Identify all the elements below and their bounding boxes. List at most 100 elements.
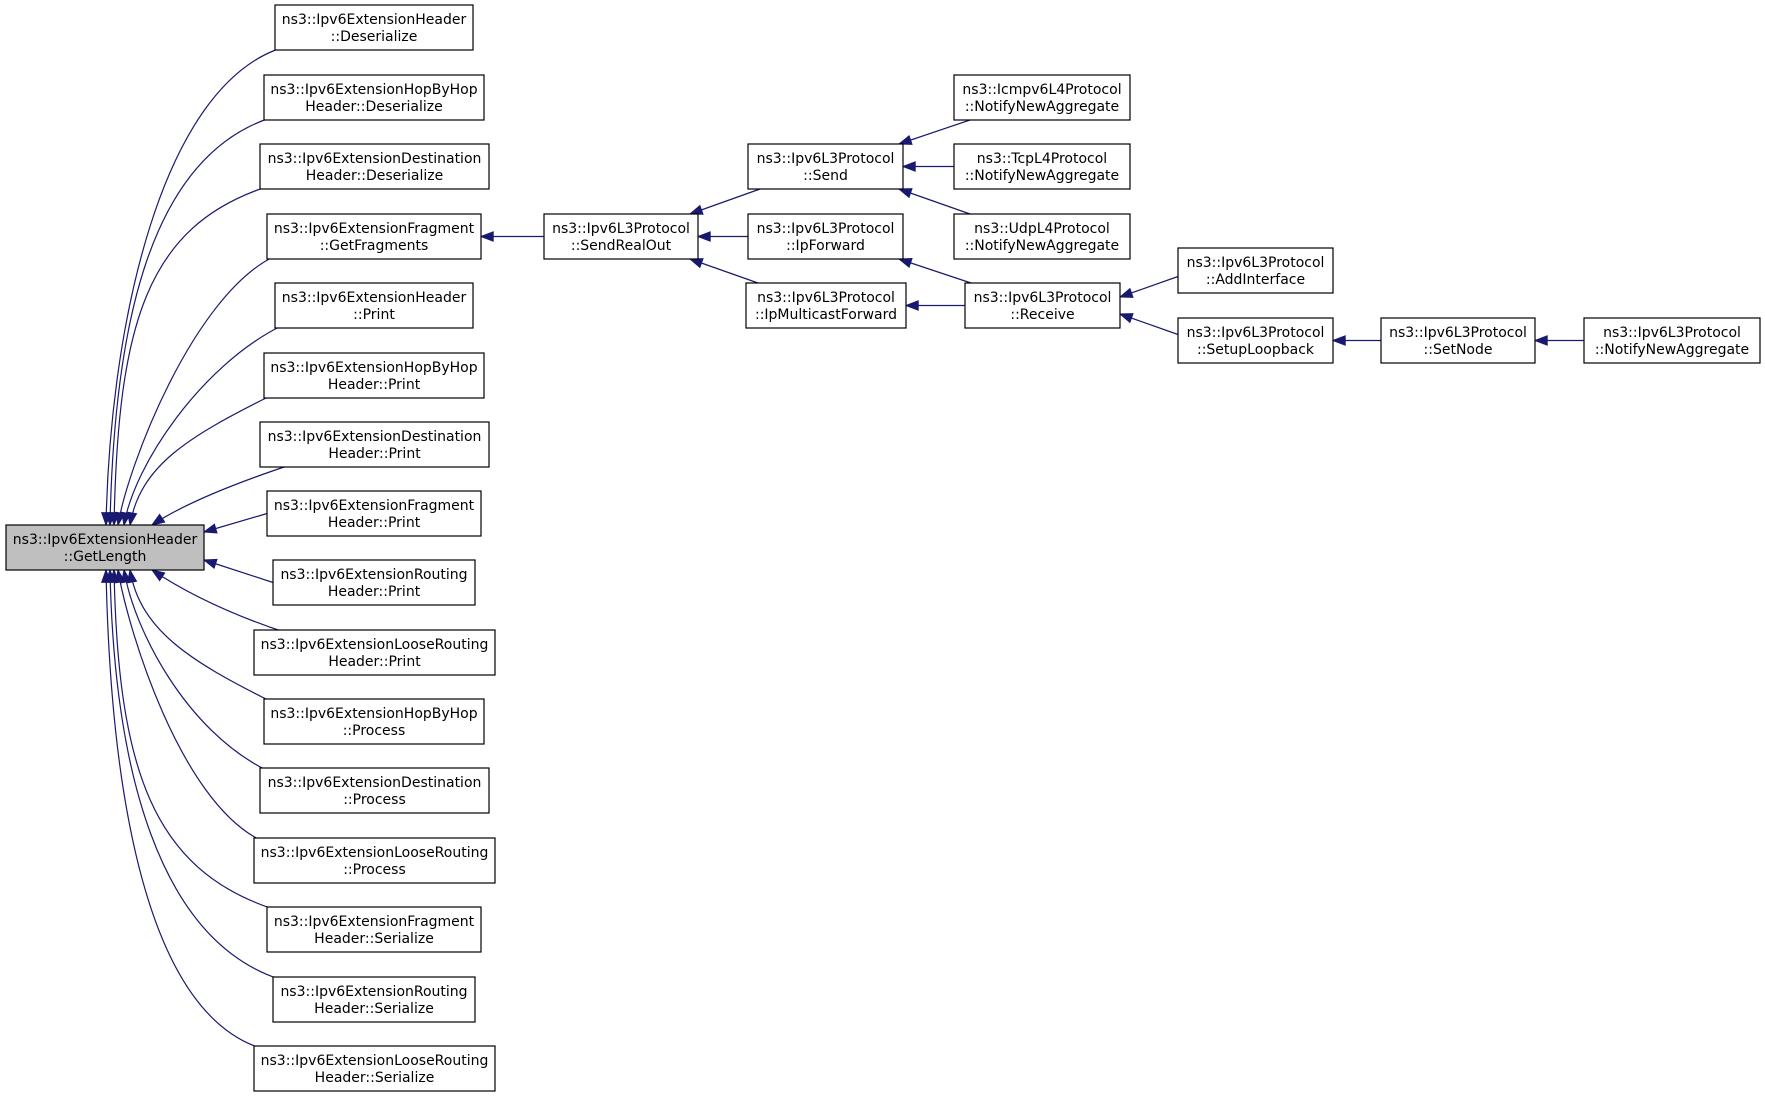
edge-lrt-print-to-root [150, 569, 285, 633]
arrowhead [150, 513, 166, 526]
edge-frag-ser-to-root [108, 568, 274, 910]
edge-line [151, 464, 291, 526]
edge-hdr-print-to-root [120, 325, 282, 527]
node-label-line: ::NotifyNewAggregate [965, 238, 1119, 254]
edge-dst-print-to-root [150, 464, 291, 526]
node-icmp-nna[interactable]: ns3::Icmpv6L4Protocol::NotifyNewAggregat… [953, 74, 1131, 121]
node-box [259, 767, 490, 814]
node-l3-setlo[interactable]: ns3::Ipv6L3Protocol::SetupLoopback [1177, 317, 1334, 364]
node-l3-send[interactable]: ns3::Ipv6L3Protocol::Send [747, 143, 904, 190]
edge-l3-setlo-to-l3-recv [1118, 313, 1179, 336]
edge-line [123, 325, 282, 526]
edge-l3-addif-to-l3-recv [1118, 275, 1179, 298]
edge-frag-print-to-root [202, 512, 268, 534]
node-udp-nna[interactable]: ns3::UdpL4Protocol::NotifyNewAggregate [953, 213, 1131, 260]
arrowhead [150, 569, 166, 582]
node-l3-recv[interactable]: ns3::Ipv6L3Protocol::Receive [964, 282, 1121, 329]
node-box [747, 213, 904, 260]
edge-dst-proc-to-root [120, 568, 267, 771]
node-box [272, 559, 476, 606]
node-box [953, 74, 1131, 121]
node-dst-print[interactable]: ns3::Ipv6ExtensionDestinationHeader::Pri… [259, 421, 490, 468]
node-label-line: ::Process [343, 792, 406, 808]
edge-l3-setnode-to-l3-setlo [1331, 335, 1381, 346]
arrowhead [1331, 335, 1346, 346]
node-label-line: Header::Print [328, 515, 421, 531]
node-frag-get[interactable]: ns3::Ipv6ExtensionFragment::GetFragments [266, 213, 482, 260]
arrowhead [688, 204, 704, 215]
node-label-line: ns3::Ipv6ExtensionHopByHop [270, 360, 477, 376]
edge-tcp-nna-to-l3-send [901, 161, 954, 172]
node-label-line: ns3::Ipv6L3Protocol [1187, 325, 1325, 341]
node-box [964, 282, 1121, 329]
edge-hbh-proc-to-root [126, 568, 271, 702]
node-l3-ipfwd[interactable]: ns3::Ipv6L3Protocol::IpForward [747, 213, 904, 260]
node-hbh-deser[interactable]: ns3::Ipv6ExtensionHopByHopHeader::Deseri… [263, 74, 485, 121]
node-l3-nna[interactable]: ns3::Ipv6L3Protocol::NotifyNewAggregate [1583, 317, 1761, 364]
node-label-line: ns3::Ipv6ExtensionFragment [274, 914, 475, 930]
node-lrt-proc[interactable]: ns3::Ipv6ExtensionLooseRouting::Process [253, 837, 496, 884]
arrowhead [901, 161, 916, 172]
node-lrt-print[interactable]: ns3::Ipv6ExtensionLooseRoutingHeader::Pr… [253, 629, 496, 676]
edge-line [113, 186, 267, 526]
node-box [543, 213, 699, 260]
node-label-line: ns3::Ipv6ExtensionHeader [282, 290, 467, 306]
arrowhead [1533, 335, 1548, 346]
node-label-line: ns3::Ipv6ExtensionDestination [268, 775, 482, 791]
node-label-line: ::GetFragments [320, 238, 429, 254]
node-label-line: ::Receive [1010, 307, 1074, 323]
node-label-line: ns3::Ipv6L3Protocol [1603, 325, 1741, 341]
edge-l3-ipfwd-to-l3-sro [696, 231, 748, 242]
node-label-line: ns3::TcpL4Protocol [977, 151, 1107, 167]
arrowhead [1118, 287, 1134, 298]
edge-hbh-deser-to-root [104, 117, 271, 527]
node-box [5, 524, 205, 571]
arrowhead [479, 231, 494, 242]
node-label-line: ns3::Ipv6ExtensionFragment [274, 221, 475, 237]
node-label-line: ::Deserialize [331, 29, 418, 45]
arrowhead [688, 258, 704, 269]
node-label-line: ::SetNode [1424, 342, 1493, 358]
arrowhead [897, 188, 913, 199]
edge-l3-send-to-l3-sro [688, 188, 761, 215]
node-box [259, 143, 490, 190]
edge-rt-print-to-root [202, 558, 274, 584]
edge-l3-nna-to-l3-setnode [1533, 335, 1584, 346]
node-rt-ser[interactable]: ns3::Ipv6ExtensionRoutingHeader::Seriali… [272, 976, 476, 1023]
node-l3-sro[interactable]: ns3::Ipv6L3Protocol::SendRealOut [543, 213, 699, 260]
node-l3-setnode[interactable]: ns3::Ipv6L3Protocol::SetNode [1380, 317, 1536, 364]
edge-l3-recv-to-l3-ipfwd [897, 257, 972, 284]
node-label-line: ns3::Ipv6ExtensionRouting [280, 567, 467, 583]
edge-lrt-ser-to-root [100, 568, 261, 1049]
node-tcp-nna[interactable]: ns3::TcpL4Protocol::NotifyNewAggregate [953, 143, 1131, 190]
node-box [745, 282, 907, 329]
node-frag-ser[interactable]: ns3::Ipv6ExtensionFragmentHeader::Serial… [266, 906, 482, 953]
node-label-line: ns3::Ipv6ExtensionLooseRouting [261, 637, 489, 653]
node-box [272, 976, 476, 1023]
node-label-line: ns3::Ipv6ExtensionFragment [274, 498, 475, 514]
node-hdr-deser[interactable]: ns3::Ipv6ExtensionHeader::Deserialize [274, 4, 474, 51]
node-hbh-proc[interactable]: ns3::Ipv6ExtensionHopByHop::Process [263, 698, 485, 745]
node-label-line: ns3::Ipv6L3Protocol [552, 221, 690, 237]
node-label-line: ::NotifyNewAggregate [965, 168, 1119, 184]
node-box [1177, 247, 1334, 294]
node-dst-proc[interactable]: ns3::Ipv6ExtensionDestination::Process [259, 767, 490, 814]
node-label-line: ::Print [353, 307, 395, 323]
edges-layer [100, 47, 1584, 1049]
node-lrt-ser[interactable]: ns3::Ipv6ExtensionLooseRoutingHeader::Se… [253, 1045, 496, 1092]
node-dst-deser[interactable]: ns3::Ipv6ExtensionDestinationHeader::Des… [259, 143, 490, 190]
node-box [263, 74, 485, 121]
node-l3-addif[interactable]: ns3::Ipv6L3Protocol::AddInterface [1177, 247, 1334, 294]
edge-line [109, 117, 271, 526]
node-l3-mcfwd[interactable]: ns3::Ipv6L3Protocol::IpMulticastForward [745, 282, 907, 329]
node-label-line: ns3::Ipv6ExtensionHopByHop [270, 82, 477, 98]
node-label-line: ::Send [803, 168, 848, 184]
edge-dst-deser-to-root [108, 186, 267, 527]
node-hdr-print[interactable]: ns3::Ipv6ExtensionHeader::Print [274, 282, 474, 329]
edge-l3-sro-to-frag-get [479, 231, 544, 242]
arrowhead [696, 231, 711, 242]
node-label-line: Header::Deserialize [305, 99, 442, 115]
